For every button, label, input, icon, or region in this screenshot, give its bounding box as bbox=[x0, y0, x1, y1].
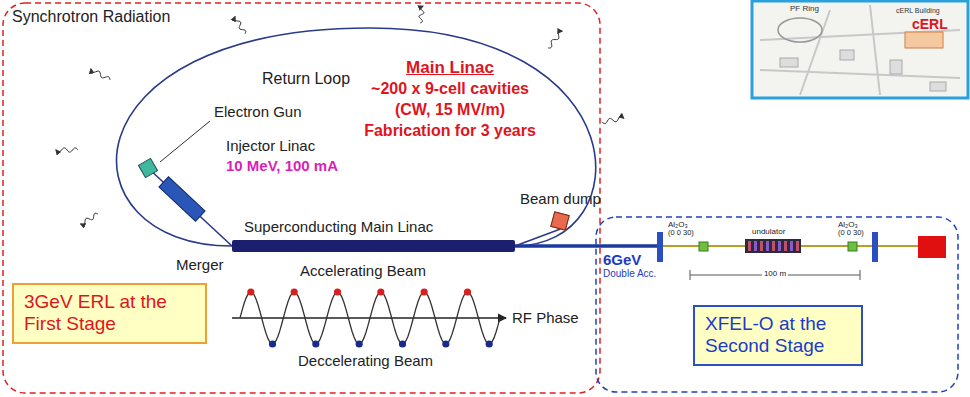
map-ring bbox=[778, 18, 822, 42]
beam-dump: Beam dump bbox=[520, 190, 601, 229]
magnet-pole bbox=[790, 241, 793, 251]
text-label: Electron Gun bbox=[214, 103, 302, 120]
text-label: (0 0 30) bbox=[838, 229, 864, 238]
text-label: Main Linac bbox=[406, 58, 494, 78]
second-stage-region bbox=[596, 217, 958, 392]
magnet-pole bbox=[796, 241, 799, 251]
text-label: Al₂O₃ bbox=[838, 220, 858, 229]
text-label: Deccelerating Beam bbox=[298, 352, 433, 369]
text-label: Merger bbox=[176, 256, 224, 273]
injector-beamline bbox=[148, 168, 232, 246]
rf-phase-axis bbox=[232, 317, 506, 318]
decelerating-bunch bbox=[442, 340, 449, 347]
text-label: 10 MeV, 100 mA bbox=[226, 157, 338, 174]
electron-gun bbox=[138, 158, 157, 177]
map-building bbox=[905, 32, 943, 48]
radiation-ray bbox=[81, 213, 98, 225]
stage-box: XFEL-O at the Second Stage bbox=[693, 305, 863, 366]
node-text: Superconducting Main Linac bbox=[232, 218, 515, 236]
map-building bbox=[890, 60, 902, 74]
magnet-pole bbox=[784, 241, 787, 251]
beam-connector bbox=[515, 229, 560, 246]
radiation-ray bbox=[56, 148, 78, 152]
synchrotron-rays bbox=[56, 6, 624, 225]
magnet-pole bbox=[760, 241, 763, 251]
accelerating-bunch bbox=[464, 288, 471, 295]
text-label: PF Ring bbox=[790, 4, 819, 13]
focusing-element bbox=[848, 242, 857, 251]
dump-block bbox=[551, 211, 571, 231]
text-label: (CW, 15 MV/m) bbox=[395, 101, 505, 119]
linac-bar bbox=[232, 240, 515, 252]
text-label: Double Acc. bbox=[603, 268, 656, 280]
text-label: 100 m bbox=[762, 269, 788, 278]
stage-box: 3GeV ERL at the First Stage bbox=[12, 283, 207, 344]
text-label: Al₂O₃ bbox=[668, 220, 688, 229]
text-label: undulator bbox=[752, 227, 785, 236]
decelerating-bunch bbox=[269, 340, 276, 347]
accelerating-bunch bbox=[247, 288, 254, 295]
accelerating-bunch bbox=[421, 288, 428, 295]
output-beamline bbox=[875, 245, 918, 247]
accelerating-bunch bbox=[291, 288, 298, 295]
radiation-ray bbox=[419, 6, 424, 23]
text-label: cERL bbox=[912, 16, 948, 32]
accelerating-bunch bbox=[377, 288, 384, 295]
return-loop bbox=[116, 28, 595, 246]
rf-sine bbox=[240, 292, 500, 344]
output-target bbox=[918, 236, 946, 258]
node-text: Beam dump bbox=[520, 190, 601, 207]
map-building bbox=[780, 58, 798, 67]
decelerating-bunch bbox=[312, 340, 319, 347]
radiation-ray bbox=[602, 117, 624, 124]
text-label: (0 0 30) bbox=[668, 229, 694, 238]
text-label: Accelerating Beam bbox=[300, 262, 426, 279]
dimension-line bbox=[690, 270, 860, 280]
map-building bbox=[840, 50, 854, 60]
radiation-ray bbox=[548, 31, 562, 48]
crystal-mirror bbox=[657, 232, 663, 262]
main-linac: Superconducting Main Linac bbox=[232, 218, 515, 252]
text-label: ~200 x 9-cell cavities bbox=[371, 80, 529, 98]
map-building bbox=[930, 82, 946, 91]
text-label: Return Loop bbox=[262, 70, 350, 88]
leader-line bbox=[160, 121, 210, 162]
undulator-magnets bbox=[748, 241, 799, 251]
node-text: XFEL-O at the Second Stage bbox=[705, 313, 851, 358]
text-label: RF Phase bbox=[512, 309, 579, 326]
accelerating-bunch bbox=[334, 288, 341, 295]
magnet-pole bbox=[754, 241, 757, 251]
text-label: cERL Building bbox=[896, 7, 940, 15]
undulator bbox=[745, 239, 801, 253]
crystal-mirror bbox=[872, 232, 878, 262]
magnet-pole bbox=[778, 241, 781, 251]
extraction-beamline bbox=[515, 244, 660, 248]
decelerating-bunch bbox=[486, 340, 493, 347]
text-label: Fabrication for 3 years bbox=[364, 122, 536, 140]
injector-linac bbox=[159, 177, 205, 221]
site-map bbox=[752, 1, 968, 98]
magnet-pole bbox=[766, 241, 769, 251]
focusing-element bbox=[699, 242, 708, 251]
text-label: Synchrotron Radiation bbox=[12, 8, 170, 26]
first-stage-region bbox=[3, 3, 600, 393]
map-frame bbox=[752, 1, 968, 98]
node-text: 3GeV ERL at the First Stage bbox=[24, 291, 195, 336]
text-label: 6GeV bbox=[603, 251, 641, 268]
radiation-ray bbox=[234, 17, 246, 34]
decelerating-bunch bbox=[356, 340, 363, 347]
radiation-ray bbox=[91, 69, 110, 80]
magnet-pole bbox=[748, 241, 751, 251]
rf-wave bbox=[240, 288, 500, 347]
magnet-pole bbox=[772, 241, 775, 251]
decelerating-bunch bbox=[399, 340, 406, 347]
map-roads bbox=[760, 5, 960, 95]
text-label: Injector Linac bbox=[226, 137, 315, 154]
